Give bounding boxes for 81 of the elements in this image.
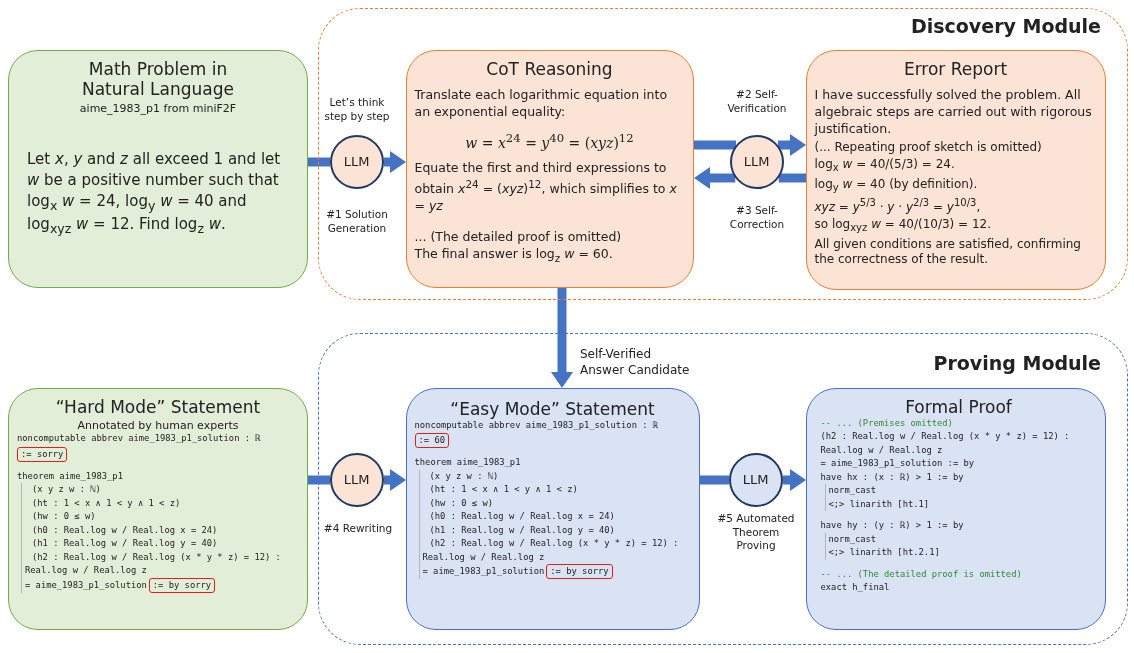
code-line: (x y z w : ℕ) (429, 470, 499, 481)
code-comment: -- ... (The detailed proof is omitted) (820, 568, 1022, 579)
module-title: Proving Module (933, 352, 1101, 374)
code-line: = aime_1983_p1_solution := by (820, 458, 975, 469)
card-text: ... (The detailed proof is omitted) (414, 229, 623, 246)
code-line: exact h_final (820, 582, 890, 593)
code-line: (h2 : Real.log w / Real.log (x * y * z) = 12) : (429, 538, 679, 549)
card-text: All given conditions are satisfied, confirming the correctness of the result. (814, 236, 1082, 269)
step-label: #5 Automated Theorem Proving (716, 512, 796, 553)
problem-text: Let x, y and z all exceed 1 and let w be a positive number such that log$_{x}$ w = 24, log$_{y}$ w = 40 and log$_{xyz}$ w = 12. Find log$_{z}$ w. (27, 148, 282, 238)
content-card (805, 387, 1106, 630)
module-title: Discovery Module (910, 15, 1101, 37)
code-line: (h2 : Real.log w / Real.log (x * y * z) = 12) : (32, 551, 281, 562)
code-line: (h1 : Real.log w / Real.log y = 40) (32, 538, 218, 549)
code-line: := 60 (418, 435, 445, 446)
card-title: Formal Proof (904, 396, 1013, 417)
code-line: have hy : (y : ℝ) > 1 := by (820, 520, 964, 531)
code-line: noncomputable abbrev aime_1983_p1_solution : ℝ (17, 433, 261, 444)
card-title: “Easy Mode” Statement (449, 398, 656, 419)
code-line: (hw : 0 ≤ w) (429, 497, 494, 508)
content-card (8, 388, 308, 630)
step-label: #2 Self-Verification (726, 88, 788, 116)
content-card (805, 49, 1106, 290)
code-line: (h2 : Real.log w / Real.log (x * y * z) = 12) : (820, 431, 1070, 442)
module-region (318, 333, 1128, 645)
card-text: I have successfully solved the problem. All algebraic steps are carried out with rigorous justification. (814, 86, 1093, 138)
step-label: Let’s think step by step (323, 96, 391, 124)
code-line: (hw : 0 ≤ w) (32, 511, 96, 522)
card-text: so log$_{xyz}$ w = 40/(10/3) = 12. (814, 217, 993, 235)
code-line: Real.log w / Real.log z (422, 551, 545, 562)
card-text: Equate the first and third expressions to obtain x$^{24}$ = (xyz)$^{12}$, which simplifies to x = yz (414, 160, 678, 216)
node-label: LLM (742, 472, 769, 487)
code-line: (h0 : Real.log w / Real.log x = 24) (429, 511, 615, 522)
code-line: <;> linarith [ht.2.1] (828, 547, 940, 558)
code-line: (h1 : Real.log w / Real.log y = 40) (429, 524, 615, 535)
code-line: noncomputable abbrev aime_1983_p1_solution : ℝ (414, 419, 659, 430)
card-text: The final answer is log$_{z}$ w = 60. (414, 245, 614, 265)
code-line: = aime_1983_p1_solution (422, 566, 545, 577)
equation: w = x$^{24}$ = y$^{40}$ = (xyz)$^{12}$ (464, 130, 635, 151)
code-line: theorem aime_1983_p1 (17, 470, 123, 481)
card-title: “Hard Mode” Statement (54, 397, 262, 418)
card-subtitle: Annotated by human experts (76, 419, 240, 433)
code-line: := sorry (21, 448, 64, 459)
highlight-frame (546, 564, 613, 580)
code-line: := by sorry (152, 579, 212, 590)
content-card (405, 49, 694, 288)
card-title: CoT Reasoning (485, 58, 614, 79)
node-label: LLM (343, 154, 370, 169)
card-text: log$_{y}$ w = 40 (by definition). (814, 176, 979, 194)
code-line: have hx : (x : ℝ) > 1 := by (820, 471, 964, 482)
step-label: #3 Self-Correction (728, 204, 786, 232)
card-title: Error Report (902, 58, 1009, 79)
highlight-frame (148, 577, 216, 593)
node-label: LLM (343, 472, 370, 487)
code-line: Real.log w / Real.log z (820, 444, 943, 455)
card-text: Translate each logarithmic equation into an exponential equality: (414, 86, 669, 121)
code-line: norm_cast (828, 533, 877, 544)
content-card (8, 50, 308, 288)
card-text: xyz = y$^{5/3}$ · y · y$^{2/3}$ = y$^{10/3}$, (814, 195, 982, 216)
code-comment: -- ... (Premises omitted) (820, 417, 953, 428)
code-line: theorem aime_1983_p1 (414, 457, 521, 468)
module-region (318, 8, 1128, 300)
code-line: (h0 : Real.log w / Real.log x = 24) (32, 524, 218, 535)
code-line: (x y z w : ℕ) (32, 484, 101, 495)
card-text: (... Repeating proof sketch is omitted) (814, 139, 1043, 156)
code-line: Real.log w / Real.log z (25, 565, 147, 576)
step-label: #4 Rewriting (322, 522, 394, 536)
code-line: = aime_1983_p1_solution (25, 579, 147, 590)
card-subtitle: aime_1983_p1 from miniF2F (78, 101, 238, 115)
highlight-frame (17, 446, 68, 462)
code-line: := by sorry (550, 566, 609, 577)
code-line: (ht : 1 < x ∧ 1 < y ∧ 1 < z) (32, 497, 181, 508)
code-line: <;> linarith [ht.1] (828, 498, 930, 509)
highlight-frame (414, 433, 449, 449)
code-line: norm_cast (828, 485, 877, 496)
card-title: Math Problem in Natural Language (81, 59, 235, 100)
card-text: log$_{x}$ w = 40/(5/3) = 24. (814, 157, 956, 175)
node-label: LLM (743, 154, 770, 169)
step-label: #1 Solution Generation (325, 208, 389, 236)
code-line: (ht : 1 < x ∧ 1 < y ∧ 1 < z) (429, 484, 578, 495)
content-card (405, 387, 700, 630)
